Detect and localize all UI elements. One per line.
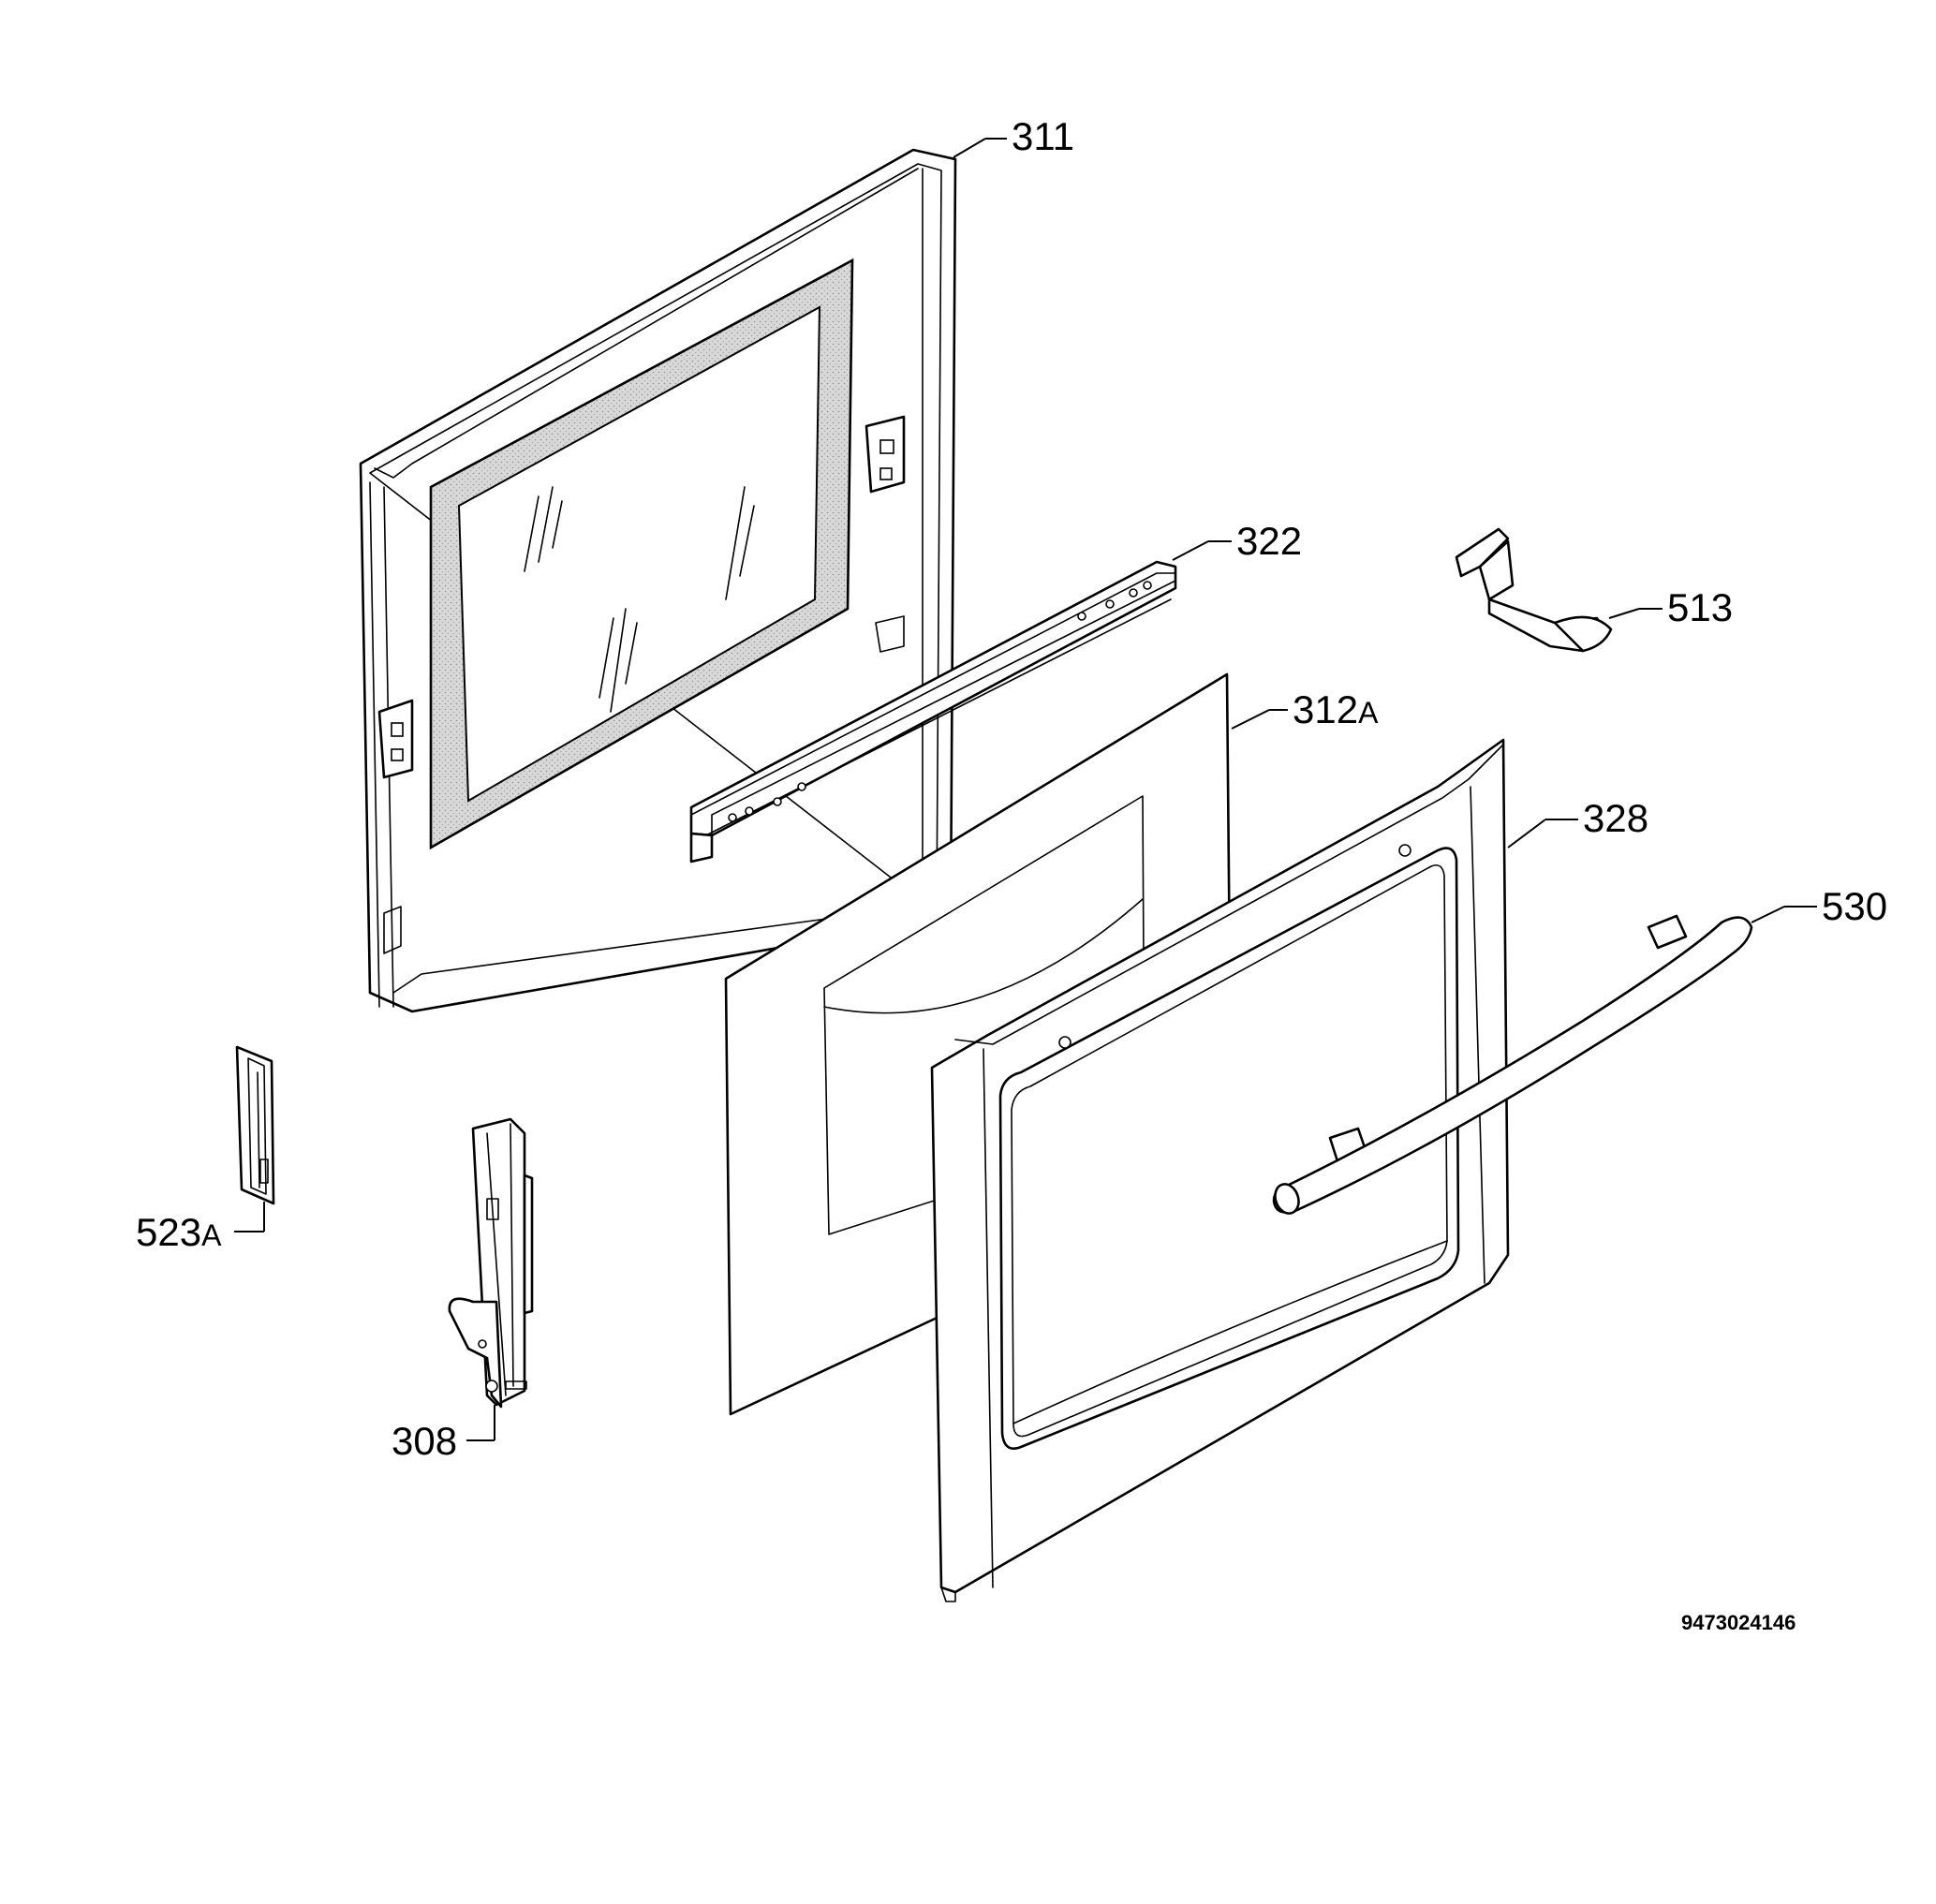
outer-door-328[interactable] <box>930 738 1510 1602</box>
rail-bar-322[interactable] <box>689 560 1177 863</box>
inner-door-frame-311[interactable] <box>359 148 957 1013</box>
part-label-513: 513 <box>1667 585 1733 629</box>
part-label-328: 328 <box>1583 796 1648 840</box>
hinge-308[interactable] <box>448 1117 534 1409</box>
part-label-312a: 312A <box>1293 687 1379 731</box>
part-label-308: 308 <box>392 1419 457 1463</box>
part-label-322: 322 <box>1236 519 1302 563</box>
handle-530[interactable] <box>1271 914 1753 1217</box>
part-label-311: 311 <box>1012 114 1074 158</box>
part-label-523a: 523A <box>136 1210 222 1254</box>
diagram-code: 9473024146 <box>1681 1611 1796 1634</box>
part-label-530: 530 <box>1822 884 1887 928</box>
bracket-523a[interactable] <box>235 1045 275 1205</box>
clip-513[interactable] <box>1455 527 1613 653</box>
